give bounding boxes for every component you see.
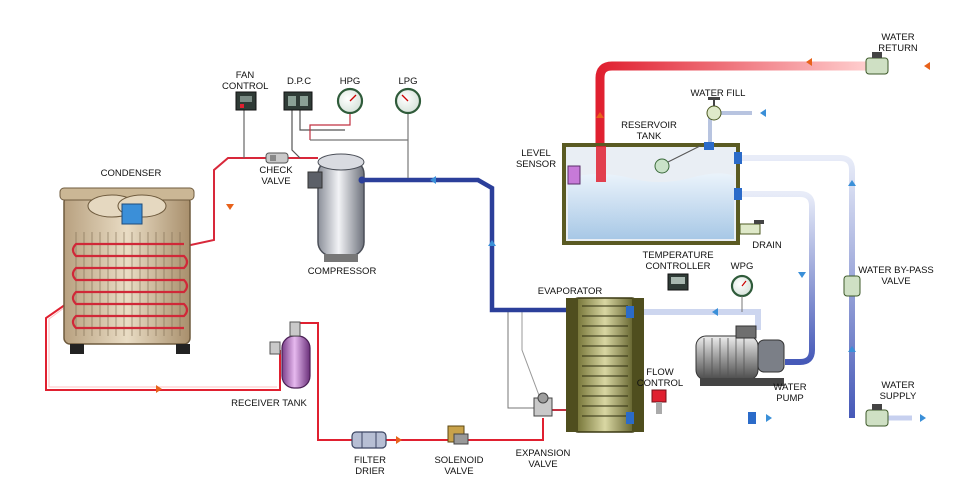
water-return-line [595,61,870,178]
evaporator-label: EVAPORATOR [537,286,603,297]
fan-control-label: FAN CONTROL [222,70,268,92]
liquid-line-solenoid-to-expansion [468,418,544,441]
water-supply-label-line2: SUPPLY [879,391,917,402]
solenoid-valve-label-line2: VALVE [444,466,474,477]
temperature-controller-label-line1: TEMPERATURE [642,250,714,261]
solenoid-valve-label: SOLENOID VALVE [434,455,484,477]
dpc-tube-a [291,110,301,159]
water-fill-valve [706,97,722,121]
filter-drier-label-line2: DRIER [355,466,385,477]
water-supply-valve [865,404,889,427]
wpg-label: WPG [730,261,754,272]
flow-control-label-line1: FLOW [646,367,674,378]
check-valve-label-line1: CHECK [259,165,293,176]
pump-to-evaporator-line [640,309,761,330]
wpg-gauge [730,274,754,312]
suction-line [360,177,572,313]
water-fill-label: WATER FILL [690,88,746,99]
fan-control-label-line1: FAN [235,70,255,81]
expansion-valve-label-line2: VALVE [528,459,558,470]
water-bypass-valve-label-line2: VALVE [881,276,911,287]
flow-control [651,389,667,414]
check-valve-label-line2: VALVE [261,176,291,187]
temperature-controller [667,273,689,291]
flow-control-label: FLOW CONTROL [636,367,684,389]
solenoid-valve [447,425,469,445]
water-pump [695,325,785,386]
filter-drier [351,431,387,449]
supply-fittings [626,306,756,424]
hpg-tube [309,112,351,140]
water-pump-label-line2: PUMP [776,393,804,404]
discharge-line [185,157,318,247]
water-pump-label-line1: WATER [773,382,807,393]
drain-label: DRAIN [752,240,782,251]
water-bypass-valve-label: WATER BY-PASS VALVE [856,265,936,287]
check-valve-label: CHECK VALVE [254,165,298,187]
expansion-valve-label: EXPANSION VALVE [512,448,574,470]
receiver-tank-label: RECEIVER TANK [231,398,307,409]
temperature-controller-label-line2: CONTROLLER [645,261,711,272]
water-supply-label-line1: WATER [881,380,915,391]
lpg-label: LPG [398,76,418,87]
water-bypass-valve-label-line1: WATER BY-PASS [858,265,934,276]
water-pump-label: WATER PUMP [770,382,810,404]
reservoir-tank-label-line2: TANK [636,131,662,142]
reservoir-tank [562,143,740,245]
bypass-valve [843,275,861,297]
water-return-label: WATER RETURN [876,32,920,54]
liquid-line-condenser-to-receiver [45,299,281,391]
dpc-switch [283,91,313,111]
level-sensor-label-line1: LEVEL [521,148,551,159]
reservoir-tank-label: RESERVOIR TANK [620,120,678,142]
liquid-line-condenser-to-receiver-inner [48,301,277,388]
fan-control-switch [235,91,257,111]
level-sensor-label: LEVEL SENSOR [514,148,558,170]
drain-valve [739,220,764,235]
expansion-valve [533,392,553,417]
hpg-gauge [336,87,364,115]
equalizer-line [507,308,537,409]
flow-control-label-line2: CONTROL [636,378,684,389]
tank-fittings [704,142,742,200]
temperature-controller-label: TEMPERATURE CONTROLLER [640,250,716,272]
water-supply-label: WATER SUPPLY [876,380,920,402]
lpg-gauge [394,87,422,115]
receiver-tank [269,321,311,389]
check-valve [265,152,289,164]
tank-to-pump-line [740,191,815,365]
dpc-label: D.P.C [286,76,312,87]
solenoid-valve-label-line1: SOLENOID [434,455,484,466]
liquid-line-receiver-to-drier [296,322,356,441]
water-return-valve [865,52,889,75]
flow-arrows-water [596,58,930,422]
level-sensor-label-line2: SENSOR [515,159,557,170]
dpc-tube-b [299,110,345,131]
compressor [307,153,366,262]
fan-control-label-line2: CONTROL [222,81,269,92]
evaporator [566,297,644,433]
hpg-label: HPG [339,76,361,87]
condenser [59,187,195,354]
filter-drier-label: FILTER DRIER [350,455,390,477]
bulb-line [521,312,541,399]
reservoir-tank-label-line1: RESERVOIR [621,120,677,131]
water-return-label-line2: RETURN [878,43,918,54]
flow-arrows-refrigerant [156,176,496,444]
tank-to-bypass-line [740,155,855,418]
expansion-valve-label-line1: EXPANSION [515,448,571,459]
filter-drier-label-line1: FILTER [353,455,387,466]
condenser-label: CONDENSER [100,168,162,179]
compressor-label: COMPRESSOR [307,266,377,277]
level-sensor [567,165,581,185]
water-return-label-line1: WATER [881,32,915,43]
